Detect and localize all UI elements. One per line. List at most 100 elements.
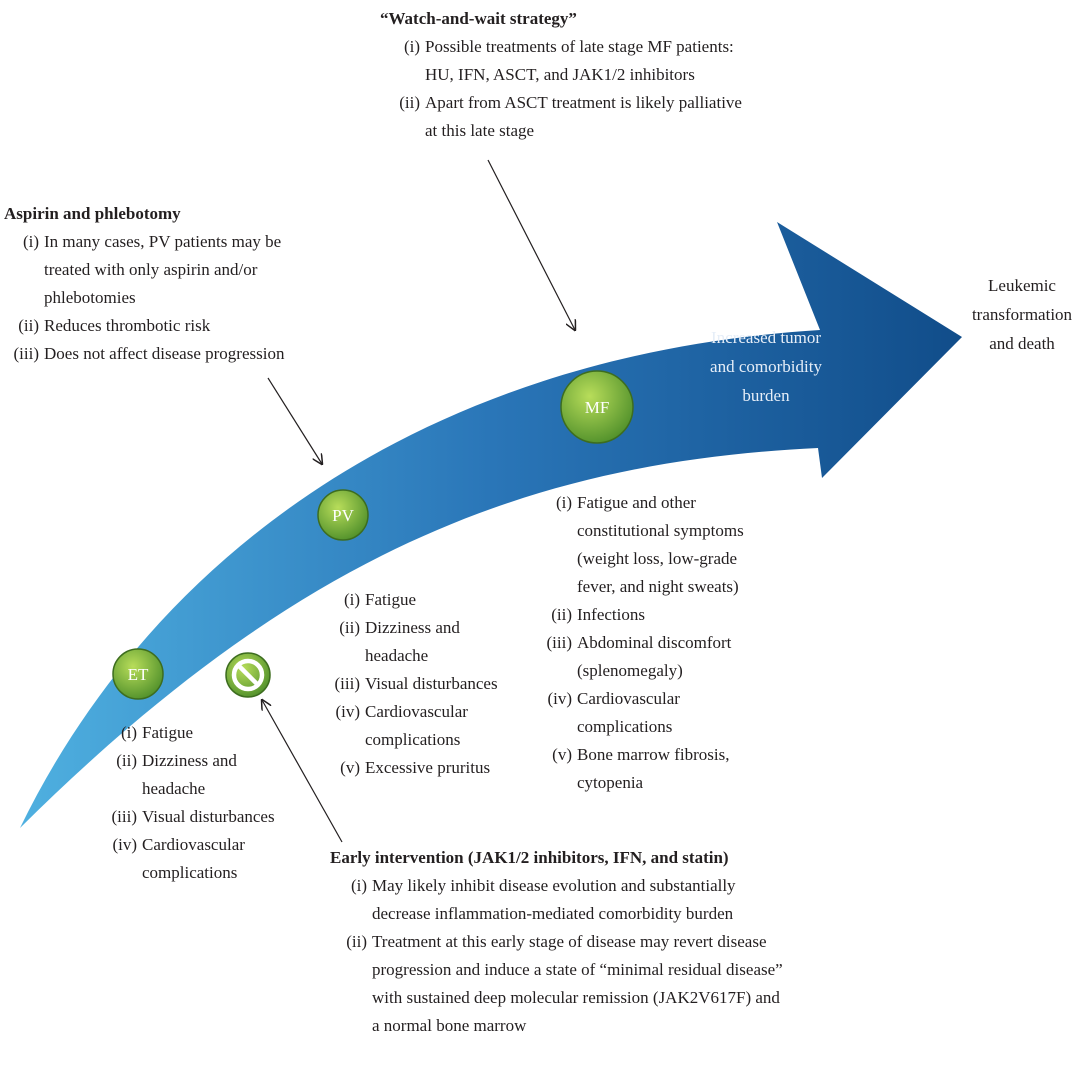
item-text: Excessive pruritus: [365, 758, 491, 777]
list-item: (iii)Does not affect disease progression: [4, 340, 364, 368]
item-number: (ii): [551, 605, 572, 624]
item-number: (iii): [546, 633, 573, 652]
item-number: (iv): [112, 835, 137, 854]
item-text: fever, and night sweats): [577, 577, 739, 596]
item-text: cytopenia: [577, 773, 644, 792]
item-number: (ii): [399, 93, 420, 112]
item-number: (iv): [335, 702, 360, 721]
endpoint-line: transformation: [971, 305, 1073, 324]
endpoint-line: and death: [989, 334, 1055, 353]
item-number: (i): [403, 37, 420, 56]
list-item: (iv) Cardiovascular complications: [535, 685, 785, 741]
stage-pv-label: PV: [332, 506, 354, 525]
item-number: (iv): [547, 689, 572, 708]
list-item: (iii)Abdominal discomfort (splenomegaly): [535, 629, 785, 685]
item-number: (v): [340, 758, 360, 777]
mf-symptoms-block: (i) Fatigue and other constitutional sympt…: [535, 489, 785, 797]
watch-wait-block: “Watch-and-wait strategy” (i) Possible tre…: [380, 5, 880, 145]
item-number: (iii): [111, 807, 138, 826]
item-text: Cardiovascular: [142, 835, 245, 854]
item-text: Cardiovascular: [577, 689, 680, 708]
item-text: at this late stage: [425, 121, 535, 140]
item-number: (ii): [339, 618, 360, 637]
item-text: Abdominal discomfort: [577, 633, 732, 652]
list-item: (ii)Infections: [535, 601, 785, 629]
stage-et-circle: [112, 648, 164, 700]
item-number: (v): [552, 745, 572, 764]
item-number: (iii): [334, 674, 361, 693]
arrow-label: Increased tumor and comorbidity burden: [660, 323, 872, 410]
list-item: (i) May likely inhibit disease evolution …: [330, 872, 950, 928]
item-text: a normal bone marrow: [372, 1016, 527, 1035]
item-text: Possible treatments of late stage MF pat…: [425, 37, 734, 56]
early-intervention-block: Early intervention (JAK1/2 inhibitors, I…: [330, 844, 950, 1040]
aspirin-pointer: [267, 377, 322, 464]
list-item: (v) Excessive pruritus: [320, 754, 530, 782]
list-item: (i)Fatigue: [102, 719, 332, 747]
list-item: (ii) Dizziness and headache: [320, 614, 530, 670]
stage-et-label: ET: [128, 665, 149, 684]
item-text: constitutional symptoms: [577, 521, 744, 540]
aspirin-block: Aspirin and phlebotomy(i)In many cases, …: [4, 200, 364, 368]
item-text: HU, IFN, ASCT, and JAK1/2 inhibitors: [425, 65, 695, 84]
list-item: (iii)Visual disturbances: [102, 803, 332, 831]
item-number: (i): [555, 493, 572, 512]
item-text: Does not affect disease progression: [44, 344, 285, 363]
item-text: complications: [577, 717, 673, 736]
stage-mf-circle: [560, 370, 634, 444]
item-text: Dizziness and: [142, 751, 237, 770]
item-text: Bone marrow fibrosis,: [577, 745, 730, 764]
item-text: headache: [142, 779, 206, 798]
item-number: (i): [22, 232, 39, 251]
arrow-label-line: and comorbidity: [710, 357, 822, 376]
item-text: Visual disturbances: [142, 807, 275, 826]
arrow-label-line: Increased tumor: [711, 328, 821, 347]
item-text: complications: [365, 730, 461, 749]
item-text: progression and induce a state of “minim…: [372, 960, 783, 979]
item-text: phlebotomies: [44, 288, 136, 307]
item-number: (ii): [18, 316, 39, 335]
item-number: (iii): [13, 344, 40, 363]
item-text: complications: [142, 863, 238, 882]
item-text: Visual disturbances: [365, 674, 498, 693]
item-number: (i): [120, 723, 137, 742]
item-text: In many cases, PV patients may be: [44, 232, 282, 251]
block-title: Early intervention (JAK1/2 inhibitors, I…: [330, 848, 729, 867]
item-text: Fatigue and other: [577, 493, 696, 512]
item-text: May likely inhibit disease evolution and…: [372, 876, 736, 895]
item-text: headache: [365, 646, 429, 665]
item-text: with sustained deep molecular remission …: [372, 988, 780, 1007]
item-text: Apart from ASCT treatment is likely pall…: [425, 93, 742, 112]
list-item: (i) Possible treatments of late stage MF …: [380, 33, 880, 89]
stage-et: ET: [112, 648, 164, 700]
early-intervention-pointer: [262, 700, 343, 843]
stage-pv-circle: [317, 489, 369, 541]
endpoint-line: Leukemic: [988, 276, 1056, 295]
list-item: (ii) Reduces thrombotic risk: [4, 312, 364, 340]
item-number: (i): [350, 876, 367, 895]
stage-mf-label: MF: [585, 398, 610, 417]
item-number: (ii): [346, 932, 367, 951]
list-item: (v) Bone marrow fibrosis, cytopenia: [535, 741, 785, 797]
item-text: Treatment at this early stage of disease…: [372, 932, 767, 951]
progression-arrow: [20, 222, 962, 828]
list-item: (ii) Apart from ASCT treatment is likely …: [380, 89, 880, 145]
item-text: Reduces thrombotic risk: [44, 316, 211, 335]
item-text: Fatigue: [365, 590, 416, 609]
list-item: (ii) Treatment at this early stage of dis…: [330, 928, 950, 1040]
list-item: (i) Fatigue: [320, 586, 530, 614]
item-text: decrease inflammation-mediated comorbidi…: [372, 904, 734, 923]
arrow-label-line: burden: [742, 386, 790, 405]
list-item: (i) Fatigue and other constitutional sympt…: [535, 489, 785, 601]
item-text: Dizziness and: [365, 618, 460, 637]
block-title: “Watch-and-wait strategy”: [380, 9, 577, 28]
item-text: (splenomegaly): [577, 661, 683, 680]
list-item: (iii)Visual disturbances: [320, 670, 530, 698]
item-number: (i): [343, 590, 360, 609]
item-text: (weight loss, low-grade: [577, 549, 738, 568]
endpoint-label: Leukemic transformation and death: [960, 271, 1084, 358]
